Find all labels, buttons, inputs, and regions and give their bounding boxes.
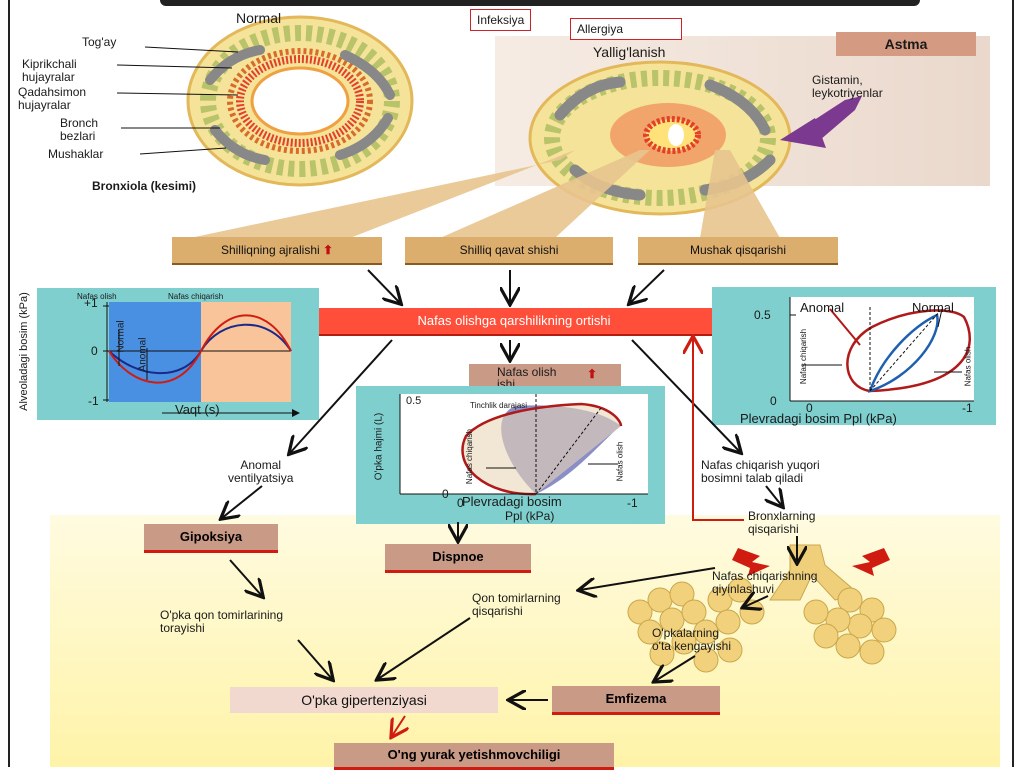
pl-abnormal-label: Anomal	[800, 300, 845, 315]
pl-y0: 0	[770, 394, 777, 408]
effect-mucus: Shilliqning ajralishi ⬆	[172, 237, 382, 265]
pl-normal-label: Normal	[912, 300, 954, 315]
normal-title: Normal	[236, 10, 282, 26]
infection-tag: Infeksiya	[470, 9, 532, 31]
pl-y05: 0.5	[754, 308, 771, 322]
alv-inhale-label: Nafas olish	[77, 292, 117, 301]
vol-y05: 0.5	[406, 395, 422, 407]
effect-edema: Shilliq qavat shishi	[405, 237, 613, 265]
alveolar-pressure-graph	[37, 288, 319, 420]
vol-y0: 0	[442, 487, 449, 501]
right-heart-failure-box: O'ng yurak yetishmovchiligi	[334, 743, 614, 770]
vol-x0: 0	[457, 496, 464, 510]
resistance-increase-box: Nafas olishga qarshilikning ortishi	[312, 308, 716, 336]
vol-tidal-label: Tinchlik darajasi	[470, 401, 528, 410]
pl-x0: 0	[806, 401, 813, 415]
inflammation-label: Yallig'lanish	[593, 44, 666, 60]
vol-x1: -1	[627, 496, 638, 510]
pl-x1: -1	[962, 401, 973, 415]
emphysema-box: Emfizema	[552, 686, 720, 715]
vol-xlabel: Plevradagi bosim	[462, 494, 562, 509]
lung-volume-graph	[356, 386, 665, 524]
allergy-tag: Allergiya	[570, 18, 682, 40]
alv-ytick-3: -1	[88, 394, 99, 408]
mediators-label: Gistamin,leykotriyenlar	[812, 73, 883, 100]
effect-spasm: Mushak qisqarishi	[638, 237, 838, 265]
pl-xlabel: Plevradagi bosim Ppl (kPa)	[740, 411, 897, 426]
pleural-pressure-graph	[712, 287, 996, 425]
alv-xlabel: Vaqt (s)	[175, 402, 220, 417]
alv-ytick-2: 0	[91, 344, 98, 358]
label-muscles: Mushaklar	[48, 147, 104, 161]
up-arrow-icon: ⬆	[587, 367, 598, 381]
label-cartilage: Tog'ay	[82, 35, 117, 49]
pulmonary-hypertension-box: O'pka gipertenziyasi	[230, 687, 498, 713]
alv-exhale-label: Nafas chiqarish	[168, 292, 224, 301]
dyspnea-box: Dispnoe	[385, 544, 531, 573]
alv-ytick-1: +1	[84, 296, 98, 310]
hypoxia-box: Gipoksiya	[144, 524, 278, 553]
title-strip	[160, 0, 920, 6]
vol-xunit: Ppl (kPa)	[505, 509, 555, 523]
cross-section-caption: Bronxiola (kesimi)	[92, 179, 197, 193]
slide-frame	[8, 0, 1014, 767]
up-arrow-icon: ⬆	[323, 243, 334, 257]
asthma-title: Astma	[836, 32, 976, 56]
